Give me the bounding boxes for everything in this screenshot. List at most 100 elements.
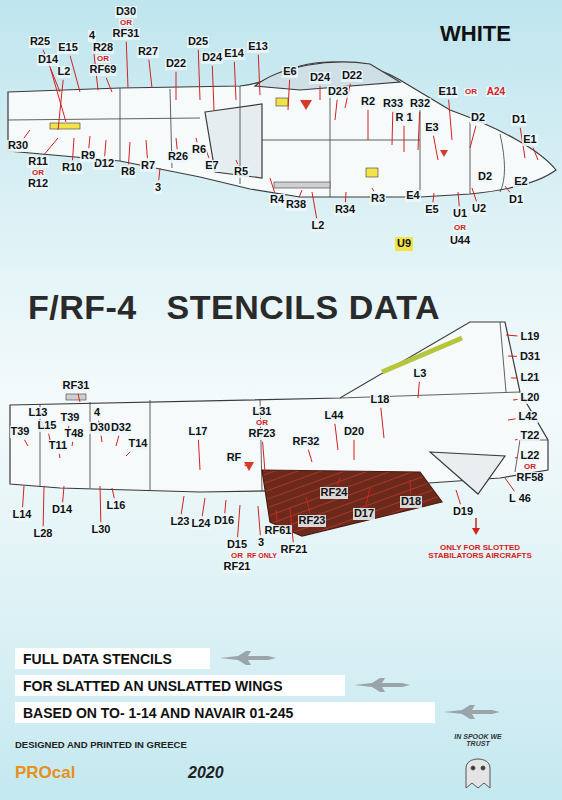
label-anchor: OR bbox=[523, 463, 537, 471]
leader-line bbox=[43, 486, 45, 526]
leader-line bbox=[72, 442, 74, 446]
leader-line bbox=[198, 440, 200, 470]
label-anchor: RF ONLY bbox=[246, 552, 278, 559]
label-anchor: RF31 bbox=[62, 380, 91, 392]
label-anchor: D14 bbox=[37, 54, 59, 66]
callout-number: D24 bbox=[201, 52, 223, 64]
drawing-part bbox=[205, 104, 262, 178]
label-anchor: D32 bbox=[110, 422, 132, 434]
label-anchor: E1 bbox=[522, 134, 537, 146]
leader-line bbox=[238, 505, 240, 537]
leader-line bbox=[89, 136, 90, 148]
leader-line bbox=[24, 130, 30, 138]
leader-line bbox=[126, 42, 128, 88]
label-anchor: R8 bbox=[120, 166, 136, 178]
label-anchor: R 1 bbox=[394, 112, 413, 124]
leader-line bbox=[225, 500, 226, 513]
drawing-part bbox=[430, 452, 505, 494]
or-note: OR bbox=[523, 463, 537, 471]
callout-number: R6 bbox=[191, 144, 207, 156]
drawing-part bbox=[440, 150, 448, 157]
leader-line bbox=[335, 100, 337, 120]
callout-number: L28 bbox=[33, 528, 54, 540]
drawing-part bbox=[50, 123, 80, 129]
callout-number: RF58 bbox=[516, 472, 545, 484]
label-anchor: L17 bbox=[188, 426, 209, 438]
leader-line bbox=[308, 450, 312, 462]
label-anchor: RF21 bbox=[223, 561, 252, 573]
label-anchor: R28 bbox=[92, 42, 114, 54]
callout-number: R32 bbox=[409, 98, 431, 110]
callout-number: D24 bbox=[309, 72, 331, 84]
label-anchor: D1 bbox=[508, 194, 524, 206]
leader-line bbox=[458, 192, 459, 206]
callout-number: T39 bbox=[10, 426, 31, 438]
callout-number: D16 bbox=[213, 515, 235, 527]
label-anchor: R9 bbox=[80, 150, 96, 162]
or-note: OR bbox=[453, 224, 467, 232]
label-anchor: D24 bbox=[201, 52, 223, 64]
callout-number: L22 bbox=[520, 450, 541, 462]
callout-number: D32 bbox=[110, 422, 132, 434]
label-anchor: R11 bbox=[27, 156, 49, 168]
leader-line bbox=[263, 442, 265, 472]
callout-number: E14 bbox=[223, 48, 245, 60]
motto: IN SPOOK WE TRUST bbox=[451, 733, 505, 748]
label-anchor: R26 bbox=[167, 151, 189, 163]
leader-line bbox=[506, 335, 518, 337]
callout-number: E7 bbox=[204, 160, 219, 172]
label-anchor: RF58 bbox=[516, 472, 545, 484]
callout-number: T39 bbox=[60, 412, 81, 424]
callout-number: RF23 bbox=[248, 428, 277, 440]
rear-fuselage bbox=[10, 322, 548, 536]
label-anchor: D12 bbox=[93, 158, 115, 170]
callout-number: D31 bbox=[519, 351, 541, 363]
label-anchor: U44 bbox=[449, 235, 471, 247]
label-anchor: R4 bbox=[269, 194, 285, 206]
callout-number: R4 bbox=[269, 194, 285, 206]
leader-line bbox=[404, 126, 405, 152]
callout-number: R10 bbox=[61, 162, 83, 174]
label-anchor: D31 bbox=[519, 351, 541, 363]
callout-number: R30 bbox=[7, 140, 29, 152]
callout-number: T22 bbox=[520, 430, 541, 442]
drawing-part bbox=[8, 86, 505, 197]
callout-number: RF21 bbox=[280, 544, 309, 556]
callout-number: 3 bbox=[257, 537, 265, 549]
jet-silhouette bbox=[354, 678, 410, 692]
label-anchor: OR bbox=[96, 55, 110, 63]
leader-line bbox=[258, 55, 260, 95]
leader-line bbox=[345, 192, 347, 202]
callout-number: L20 bbox=[520, 392, 541, 404]
label-anchor: 3 bbox=[257, 537, 265, 549]
callout-number: RF23 bbox=[298, 515, 327, 527]
label-anchor: L42 bbox=[518, 411, 539, 423]
label-anchor: E5 bbox=[424, 204, 439, 216]
callout-number: RF32 bbox=[292, 436, 321, 448]
callout-number: R9 bbox=[80, 150, 96, 162]
label-anchor: L2 bbox=[311, 220, 326, 232]
label-anchor: U9 bbox=[395, 237, 413, 251]
drawing-part bbox=[66, 394, 86, 400]
callout-number: D1 bbox=[511, 114, 527, 126]
label-anchor: T39 bbox=[10, 426, 31, 438]
label-anchor: R25 bbox=[29, 36, 51, 48]
callout-number: R25 bbox=[29, 36, 51, 48]
leader-line bbox=[176, 72, 177, 100]
leader-line bbox=[159, 168, 160, 180]
callout-number: E11 bbox=[438, 86, 459, 98]
label-anchor: E4 bbox=[405, 190, 420, 202]
label-anchor: R12 bbox=[27, 178, 49, 190]
leader-line bbox=[181, 496, 184, 514]
label-anchor: E13 bbox=[247, 41, 269, 53]
label-anchor: WHITE bbox=[440, 22, 511, 45]
label-anchor: OR bbox=[31, 169, 45, 177]
label-anchor: 4 bbox=[88, 30, 96, 42]
callout-number: D19 bbox=[452, 506, 474, 518]
leader-line bbox=[78, 394, 80, 402]
callout-number: 3 bbox=[154, 182, 162, 194]
leader-line bbox=[101, 436, 103, 442]
callout-number: L16 bbox=[106, 500, 127, 512]
callout-number: D18 bbox=[400, 496, 422, 508]
leader-line bbox=[276, 510, 277, 523]
